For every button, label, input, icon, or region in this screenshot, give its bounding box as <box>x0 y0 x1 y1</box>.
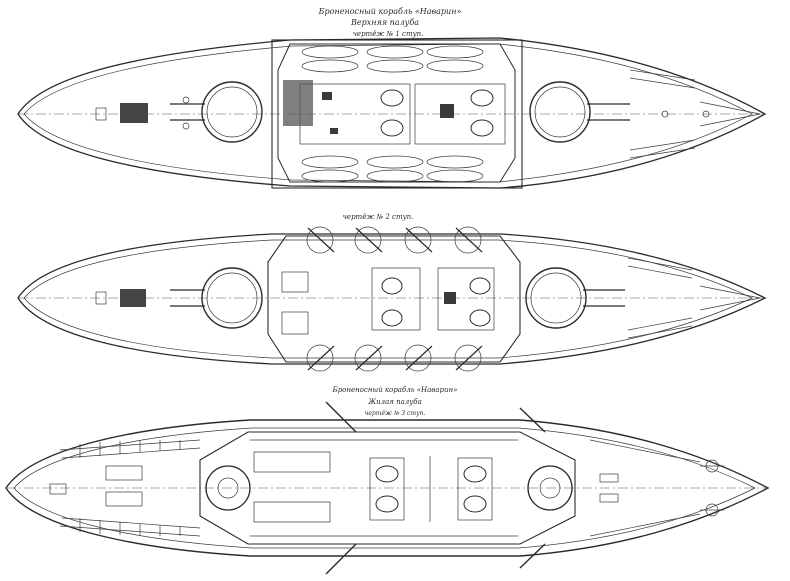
barbette-aft <box>205 465 251 511</box>
aft-grating <box>120 103 148 123</box>
fore-davits <box>629 69 696 159</box>
drawing-upper-deck: Броненосный корабль «Наварин» Верхняя па… <box>17 7 767 189</box>
magazine-aft-2 <box>253 501 331 523</box>
caption-title: Броненосный корабль «Наварин» <box>332 386 458 394</box>
skylight <box>440 104 454 118</box>
turret-aft <box>170 267 263 329</box>
aft-hatch <box>95 107 107 121</box>
boiler-room-fore <box>437 267 495 331</box>
turret-fore <box>529 81 630 143</box>
hatch-grating-aft <box>283 80 313 126</box>
funnels <box>380 89 494 137</box>
caption-sheet-number: чертёж № 3 ступ. <box>365 410 426 417</box>
magazine-aft-1 <box>253 451 331 473</box>
hull-inner-line <box>13 427 756 549</box>
uptakes <box>375 465 487 513</box>
capstan-1 <box>661 110 669 118</box>
drawing-main-deck: Броненосный корабль «Наварин» Жилая палу… <box>5 386 770 575</box>
skylight <box>444 292 456 304</box>
barbette-fore <box>527 465 573 511</box>
citadel <box>277 43 516 183</box>
caption-sheet-number: чертёж № 1 ступ. <box>353 30 424 38</box>
vent-2 <box>330 128 338 134</box>
caption-title: Броненосный корабль «Наварин» <box>318 7 462 16</box>
turret-fore <box>525 267 625 329</box>
boats-starboard <box>301 155 484 183</box>
capstan-2 <box>702 110 710 118</box>
aft-grating <box>120 289 146 307</box>
secondary-guns-port <box>306 226 483 254</box>
room-1 <box>281 271 309 293</box>
caption-subtitle: Жилая палуба <box>367 398 422 406</box>
boiler-uptake-fore <box>457 457 493 521</box>
mess-table-1 <box>105 465 143 481</box>
boats-port <box>301 45 484 73</box>
cabins-port <box>59 439 201 459</box>
boiler-room-aft <box>371 267 421 331</box>
superstructure <box>271 39 523 189</box>
cabins-starboard <box>59 517 201 537</box>
bow-chocks <box>699 285 761 311</box>
bollard-2 <box>182 122 190 130</box>
fore-davits <box>627 257 693 339</box>
bow-chocks <box>699 101 761 127</box>
bow-torpedo-tubes <box>700 459 724 517</box>
turret-aft <box>170 81 263 143</box>
funnel-casings <box>381 277 491 327</box>
armoured-citadel <box>199 431 576 545</box>
aft-compartment <box>49 483 67 495</box>
mess-table-2 <box>105 491 143 507</box>
drawing-battery-deck: чертёж № 2 ступ. <box>17 213 767 372</box>
vent-1 <box>322 92 332 100</box>
aft-hatch <box>95 291 107 305</box>
battery-citadel <box>267 235 521 363</box>
citadel-side-compartments <box>250 439 518 537</box>
secondary-guns-starboard <box>306 344 483 372</box>
casemate-guns <box>325 401 546 575</box>
fore-storerooms <box>589 439 701 537</box>
room-2 <box>281 311 309 335</box>
bollard-1 <box>182 96 190 104</box>
boiler-uptake-aft <box>369 457 405 521</box>
caption-sheet-number: чертёж № 2 ступ. <box>343 213 414 221</box>
deckhouse-fore <box>414 83 506 145</box>
caption-subtitle: Верхняя палуба <box>350 18 419 27</box>
